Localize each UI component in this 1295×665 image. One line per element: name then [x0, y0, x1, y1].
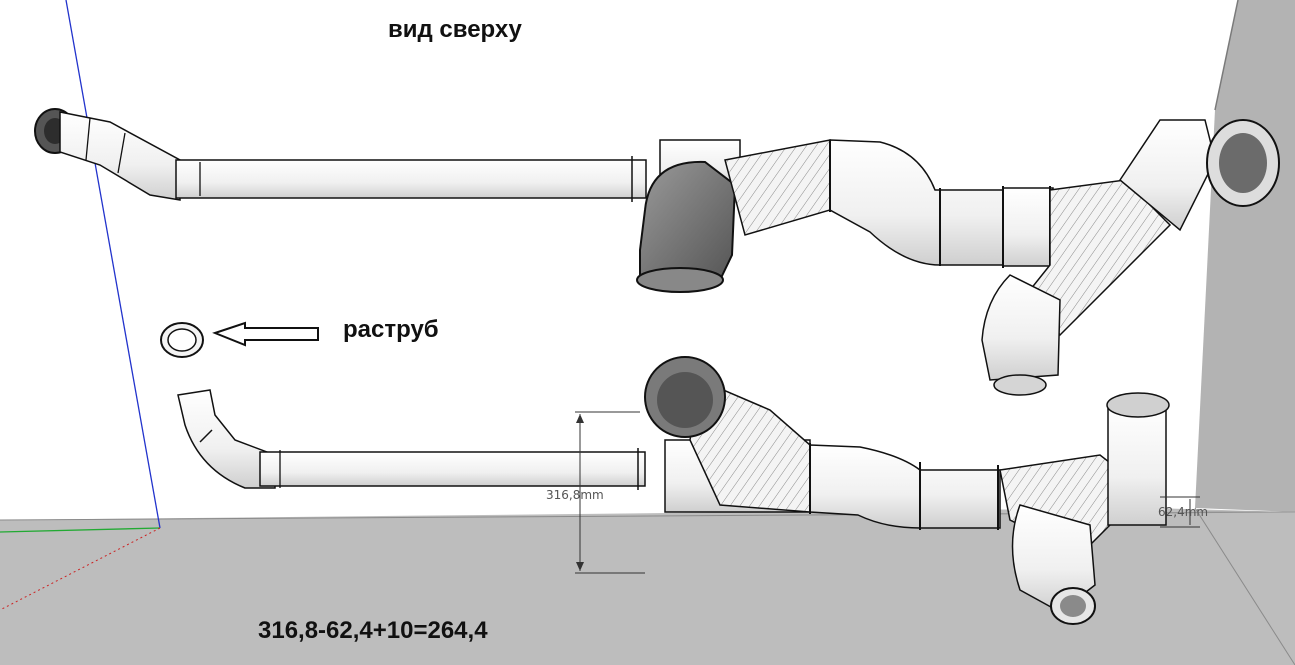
long-pipe-lower — [259, 451, 646, 487]
green-axis — [0, 527, 161, 533]
upper-pipe-assembly[interactable] — [34, 108, 1280, 396]
socket-label: раструб — [343, 316, 439, 343]
lower-pipe-assembly[interactable] — [177, 356, 1170, 625]
left-arrow-outline-icon — [212, 321, 319, 347]
dimension-label-62[interactable]: 62,4mm — [1158, 505, 1209, 519]
formula-label: 316,8-62,4+10=264,4 — [258, 617, 488, 644]
short-elbow-lower — [177, 389, 276, 489]
elbow-left-upper — [59, 111, 181, 201]
vertical-socket-lower — [1107, 404, 1167, 526]
view-title: вид сверху — [388, 16, 522, 43]
long-pipe-upper — [175, 159, 647, 199]
wall-corner-edge — [1214, 0, 1239, 111]
elbow-mid-upper — [829, 139, 1006, 266]
blue-axis — [65, 0, 161, 529]
side-wall-plane — [1195, 0, 1295, 512]
dimension-62-lines[interactable] — [1160, 496, 1295, 528]
dimension-316-lines[interactable] — [575, 411, 645, 574]
elbow-mid-lower — [809, 444, 1001, 529]
floor-plane — [0, 508, 1295, 665]
corner-floor-edge — [1194, 507, 1295, 665]
dimension-label-316[interactable]: 316,8mm — [546, 488, 604, 502]
wye-branch-upper — [1119, 119, 1216, 232]
socket-ring-group[interactable] — [160, 322, 204, 358]
